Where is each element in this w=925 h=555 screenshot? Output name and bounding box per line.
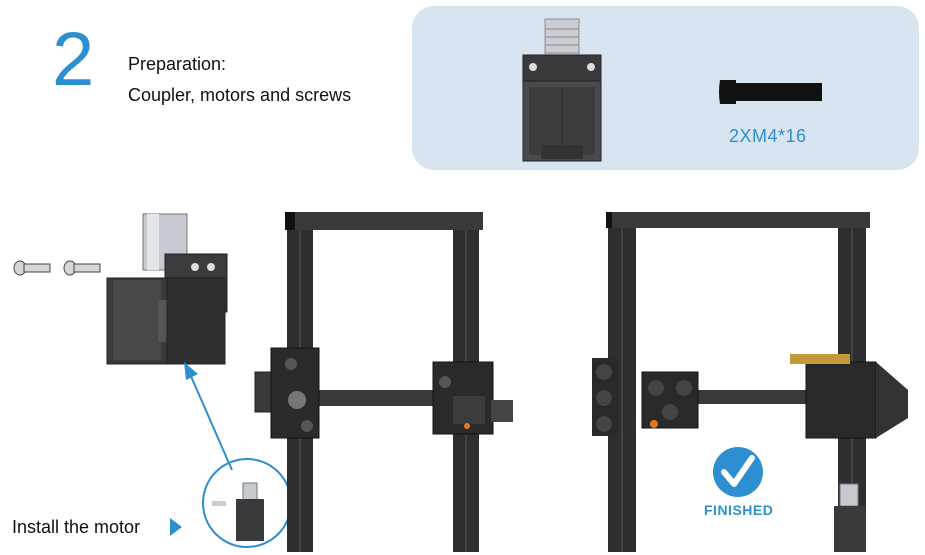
motor-exploded-illustration bbox=[13, 213, 228, 365]
step-number: 2 bbox=[52, 17, 95, 102]
screw-label: 2XM4*16 bbox=[729, 126, 807, 146]
parts-panel bbox=[412, 6, 919, 170]
motor-coupler-illustration bbox=[522, 18, 602, 162]
printer-frame-finished bbox=[592, 212, 908, 552]
printer-frame-before bbox=[254, 212, 513, 552]
preparation-title: Preparation: bbox=[128, 54, 227, 74]
install-arrow bbox=[184, 362, 233, 471]
preparation-items: Coupler, motors and screws bbox=[128, 85, 352, 105]
install-motor-label: Install the motor bbox=[12, 517, 141, 537]
checkmark-icon bbox=[713, 447, 763, 497]
finished-label: FINISHED bbox=[704, 502, 774, 518]
play-arrow-icon bbox=[170, 518, 182, 536]
screw-illustration bbox=[719, 80, 822, 104]
